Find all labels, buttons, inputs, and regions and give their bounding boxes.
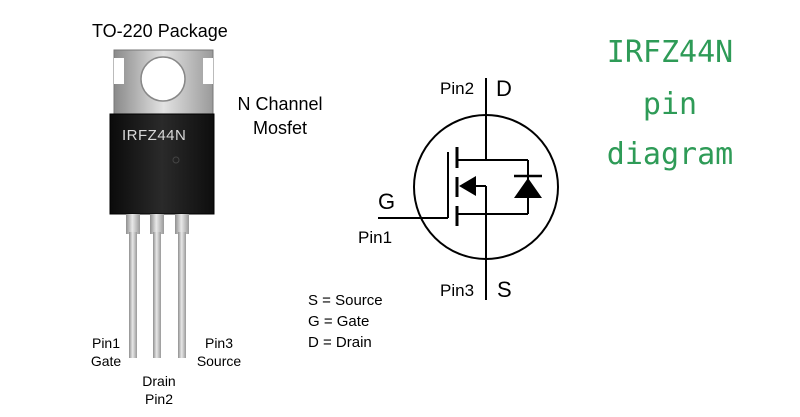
- leg-pin3: [178, 232, 186, 358]
- legend-gate: G = Gate: [308, 313, 370, 330]
- package-legs: [126, 214, 189, 358]
- pin3-number: Pin3: [204, 335, 234, 351]
- package-body: [109, 113, 215, 215]
- leg-pin1: [129, 232, 137, 358]
- mounting-hole: [140, 56, 186, 102]
- pin3-name: Source: [196, 353, 242, 369]
- heading-line3: diagram: [606, 137, 734, 172]
- pin2-number: Pin2: [144, 391, 174, 407]
- legend-drain: D = Drain: [308, 334, 372, 351]
- type-line1: N Channel: [237, 94, 323, 114]
- symbol-pin3-label: Pin3: [440, 281, 475, 300]
- pin1-number: Pin1: [91, 335, 121, 351]
- legend-source: S = Source: [308, 292, 383, 309]
- pin2-name: Drain: [142, 373, 176, 389]
- channel-arrow: [459, 176, 476, 196]
- drain-letter: D: [496, 76, 512, 101]
- body-diode-icon: [514, 178, 542, 198]
- body-dimple: [172, 156, 180, 164]
- package-title: TO-220 Package: [92, 21, 228, 41]
- pin2-label: Drain Pin2: [134, 372, 184, 408]
- pin1-label: Pin1 Gate: [84, 334, 128, 370]
- source-letter: S: [497, 277, 512, 302]
- pin3-label: Pin3 Source: [190, 334, 248, 370]
- leg-pin2: [153, 232, 161, 358]
- chip-marking: IRFZ44N: [122, 127, 187, 144]
- mosfet-type: N Channel Mosfet: [228, 92, 332, 140]
- heading-line1: IRFZ44N: [606, 35, 734, 70]
- pin-legend: S = Source G = Gate D = Drain: [308, 290, 383, 353]
- symbol-pin1-label: Pin1: [358, 228, 393, 247]
- symbol-pin2-label: Pin2: [440, 79, 475, 98]
- pin1-name: Gate: [90, 353, 122, 369]
- heatsink-tab: [113, 49, 214, 119]
- type-line2: Mosfet: [252, 118, 308, 138]
- gate-letter: G: [378, 189, 396, 214]
- heading-line2: pin: [642, 87, 698, 122]
